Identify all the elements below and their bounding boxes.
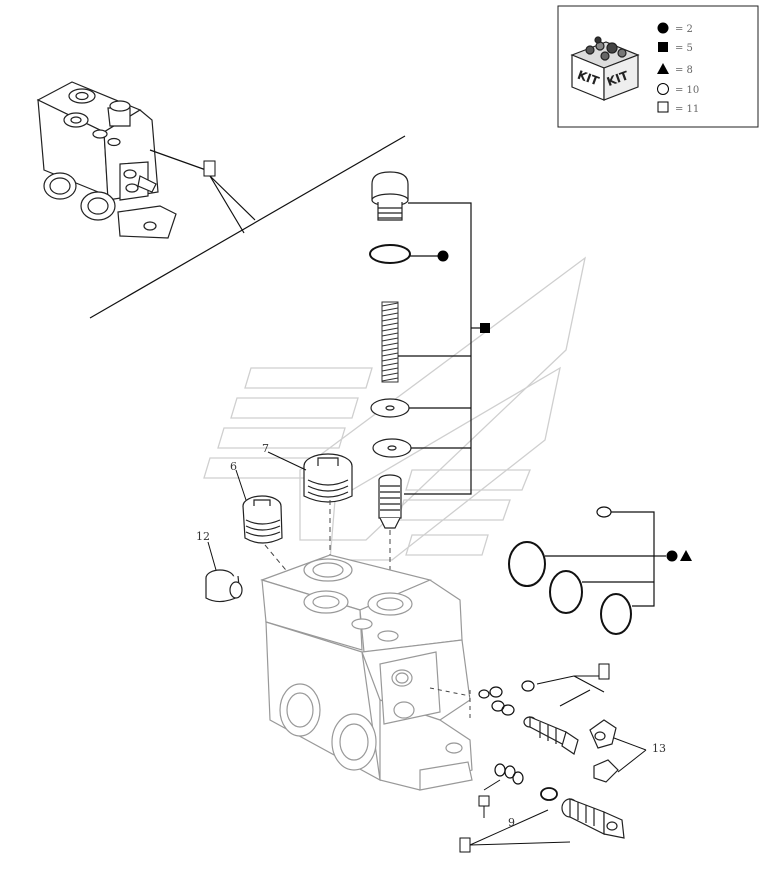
legend-entry-1: = 2 [675,24,693,35]
relief-cartridge-lower [561,798,625,839]
open-square-icon [657,101,669,113]
legend-entry-3: = 8 [675,65,693,76]
relief-poppet [378,474,402,529]
backup-rings [508,506,632,635]
callout-12: 12 [196,530,210,543]
legend-entry-2: = 5 [675,43,693,54]
open-circle-icon [657,83,669,95]
filled-circle-icon [437,250,449,262]
plug-twelve [205,569,243,603]
filled-triangle-icon [657,63,669,74]
legend-entry-4: = 10 [675,85,699,96]
spring-washer-lower [372,438,412,458]
callout-leaders [207,451,307,571]
overview-leaders [89,135,406,319]
kit-marker-upper [598,663,610,680]
check-valve-cartridge [523,716,579,755]
valve-body [260,554,473,791]
kit-marker-lower [459,837,471,853]
filled-square-icon [658,42,668,52]
kit-leaders-lower [469,675,605,846]
spring-washer-upper [370,398,410,418]
filled-circle-icon [657,22,669,34]
filled-circle-icon [666,550,678,562]
upper-stack-bracket [398,202,472,495]
plug-seven [303,453,353,503]
callout-9: 9 [508,816,515,829]
callout-6: 6 [230,460,237,473]
filled-triangle-icon [680,550,692,561]
pressure-switch [589,719,619,783]
callout-13-leaders [613,737,647,773]
ring-bracket [545,511,655,607]
overview-valve-drawing [36,81,177,239]
kit-box-icon [570,36,640,101]
callout-13: 13 [652,742,666,755]
plug-six [242,495,283,544]
lower-axis-lines [429,687,471,720]
overview-kit-marker [203,160,216,177]
filled-square-icon [480,323,490,333]
kit-legend: KIT KIT = 2 = 5 = 8 = 10 = 11 [557,5,759,128]
relief-spring [381,301,399,383]
legend-entry-5: = 11 [675,104,699,115]
callout-7: 7 [262,442,269,455]
watermark-logo [203,256,586,561]
o-ring-seal [369,244,411,264]
small-o-rings-upper [478,680,535,716]
relief-valve-cap [371,171,409,221]
kit-marker-mid [478,795,490,807]
small-o-rings-lower [494,763,558,801]
